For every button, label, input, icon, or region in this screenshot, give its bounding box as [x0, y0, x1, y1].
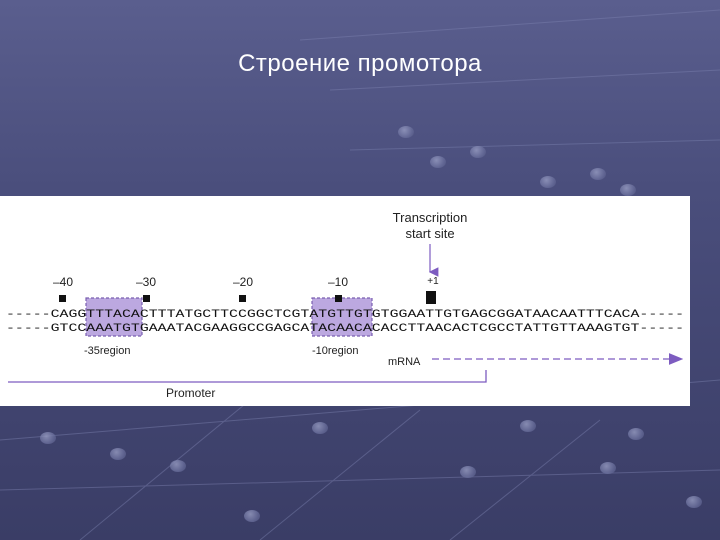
position-label-minus-30: –30 [136, 275, 156, 289]
promoter-label: Promoter [166, 386, 215, 400]
start-site-marker [426, 291, 436, 304]
top-strand-sequence: -----CAGGTTTACACTTTATGCTTCCGGCTCGTATGTTG… [6, 309, 684, 321]
position-label-minus-10: –10 [328, 275, 348, 289]
background-dot [40, 432, 56, 444]
minus-10-region-box [311, 297, 373, 337]
background-dot [460, 466, 476, 478]
background-dot [312, 422, 328, 434]
position-label-minus-40: –40 [53, 275, 73, 289]
position-marker-minus-30 [143, 295, 150, 302]
background-dot [430, 156, 446, 168]
promoter-bracket [8, 370, 487, 383]
bottom-strand-sequence: -----GTCCAAATGTGAAATACGAAGGCCGAGCATACAAC… [6, 323, 684, 335]
background-dot [520, 420, 536, 432]
background-dot [170, 460, 186, 472]
minus-10-region-label: -10region [312, 345, 358, 357]
position-marker-minus-10 [335, 295, 342, 302]
background-dot [398, 126, 414, 138]
background-dot [590, 168, 606, 180]
position-label-minus-20: –20 [233, 275, 253, 289]
minus-35-region-label: -35region [84, 345, 130, 357]
position-marker-minus-40 [59, 295, 66, 302]
background-dot [686, 496, 702, 508]
position-marker-minus-20 [239, 295, 246, 302]
promoter-diagram: Transcription start site +1 –40 –30 –20 … [0, 196, 690, 406]
background-dot [470, 146, 486, 158]
background-dot [540, 176, 556, 188]
background-dot [244, 510, 260, 522]
mrna-label: mRNA [388, 356, 421, 368]
background-dot [620, 184, 636, 196]
slide-title: Строение промотора [238, 50, 482, 77]
transcription-start-label-2: start site [405, 226, 454, 241]
background-dot [628, 428, 644, 440]
plus-one-label: +1 [427, 276, 439, 287]
background-dot [110, 448, 126, 460]
transcription-start-label: Transcription [393, 210, 468, 225]
background-dot [600, 462, 616, 474]
minus-35-region-box [85, 297, 143, 337]
